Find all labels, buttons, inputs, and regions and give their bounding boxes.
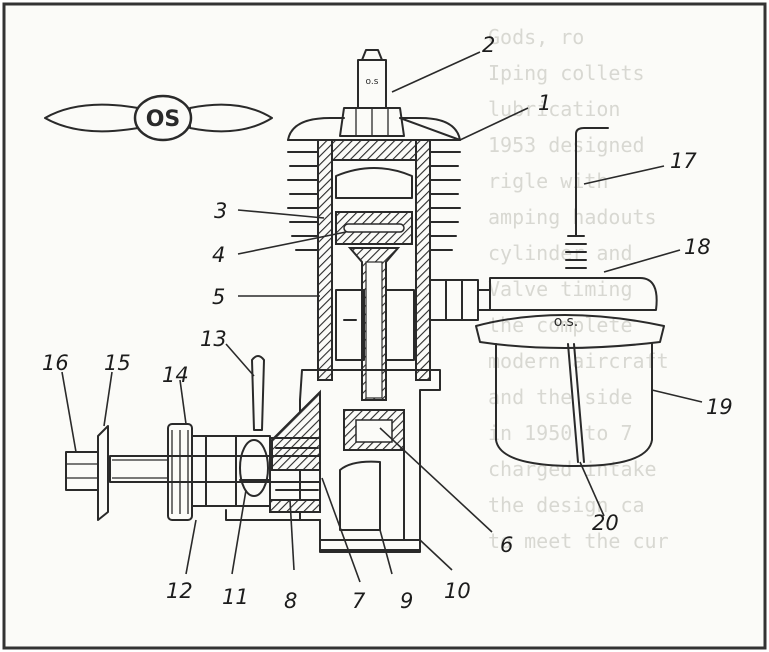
needle-valve (251, 355, 265, 431)
part-label-7: 7 (352, 589, 366, 613)
part-label-9: 9 (400, 589, 413, 613)
prop-nut-assembly (65, 425, 168, 521)
part-label-17: 17 (670, 149, 697, 173)
leader-lines (61, 51, 703, 583)
part-label-8: 8 (284, 589, 297, 613)
bleed-through-line: modern aircraft (488, 349, 669, 373)
bleed-through-line: amping hadouts (488, 205, 657, 229)
exhaust-port (335, 289, 415, 361)
part-label-3: 3 (214, 199, 227, 223)
part-label-15: 15 (104, 351, 131, 375)
bleed-through-line: Valve timing (488, 277, 633, 301)
part-label-20: 20 (592, 511, 619, 535)
part-label-18: 18 (684, 235, 711, 259)
crankshaft-housing (109, 437, 321, 513)
bleed-through-line: charged intake (488, 457, 657, 481)
piston (335, 211, 413, 245)
part-label-5: 5 (212, 285, 225, 309)
part-label-2: 2 (482, 33, 495, 57)
bleed-through-line: to meet the cur (488, 529, 669, 553)
part-label-12: 12 (166, 579, 193, 603)
bleed-through-line: rigle with (488, 169, 608, 193)
fuel-line-fitting (429, 279, 491, 321)
logo-text: OS (146, 107, 181, 132)
bleed-through-line: Gods, ro (488, 25, 584, 49)
part-label-1: 1 (538, 91, 551, 115)
bleed-through-line: 1953 designed (488, 133, 645, 157)
part-label-16: 16 (42, 351, 69, 375)
part-label-4: 4 (212, 243, 225, 267)
bleed-through-line: Iping collets (488, 61, 645, 85)
part-label-11: 11 (222, 585, 249, 609)
part-label-14: 14 (162, 363, 189, 387)
part-labels: 1 2 3 4 5 6 7 8 9 10 11 12 13 14 15 16 1… (42, 33, 733, 613)
bleed-through-line: the design ca (488, 493, 645, 517)
tank-marking: o.s. (554, 314, 579, 330)
bleed-through-line: in 1950 to 7 (488, 421, 633, 445)
part-label-6: 6 (500, 533, 513, 557)
glow-plug: o.s (339, 49, 405, 137)
connecting-rod (347, 247, 401, 401)
os-propeller-logo: OS (44, 94, 273, 142)
fuel-tank: o.s. (475, 127, 665, 467)
part-label-13: 13 (200, 327, 227, 351)
plug-marking: o.s (366, 77, 379, 87)
bleed-through-line: and the side (488, 385, 633, 409)
part-label-10: 10 (444, 579, 471, 603)
crankcase (271, 369, 441, 553)
cylinder-head (287, 117, 461, 251)
bleed-through-line: cylinder and (488, 241, 633, 265)
part-label-19: 19 (706, 395, 733, 419)
drive-washer (167, 423, 193, 521)
cylinder-liner (317, 139, 431, 381)
